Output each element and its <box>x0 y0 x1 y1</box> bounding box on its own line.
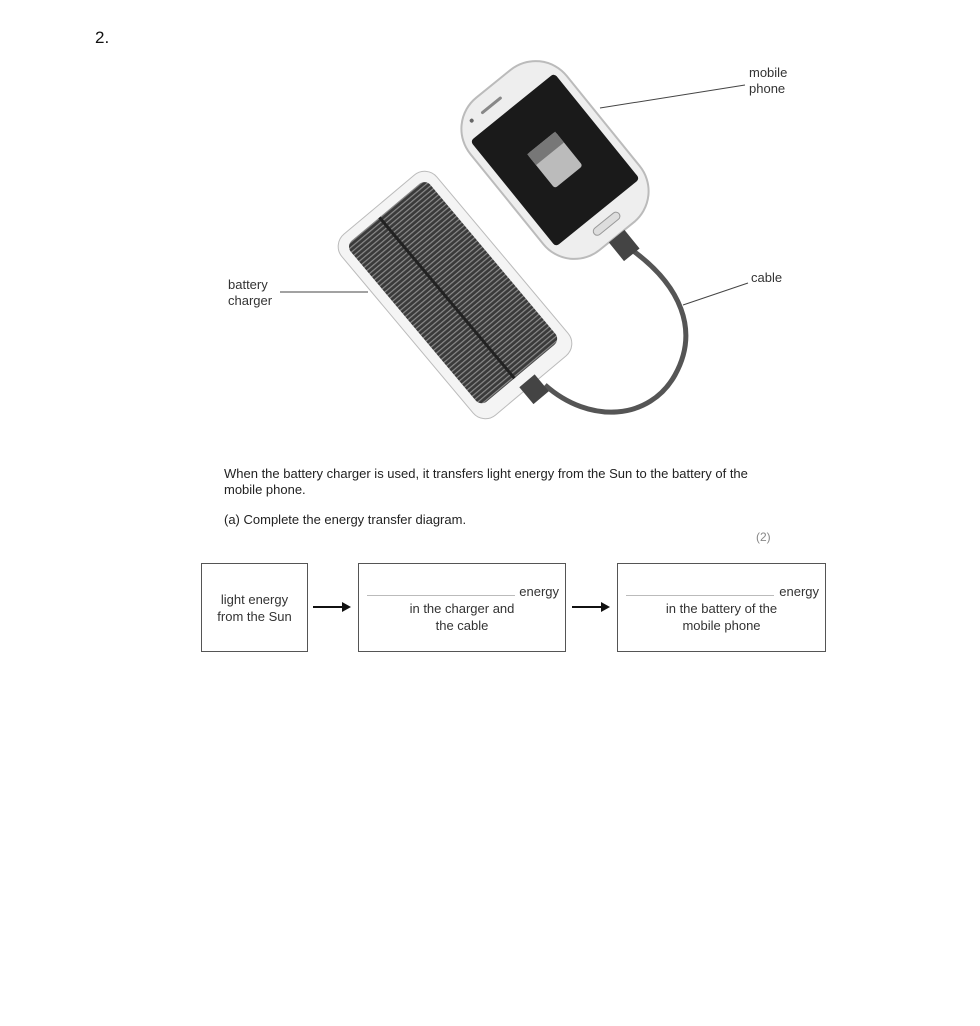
battery-charger <box>337 170 573 420</box>
question-number: 2. <box>95 28 110 47</box>
box-line: in the battery of the <box>665 601 778 616</box>
label-line: mobile <box>749 65 788 80</box>
cable-label-line <box>682 282 749 306</box>
cable <box>543 247 689 415</box>
box-line: in the charger and <box>409 601 515 616</box>
phone-label-line <box>599 84 746 109</box>
part-a-prompt: (a) Complete the energy transfer diagram… <box>224 512 467 527</box>
arrow-right-icon <box>313 602 351 612</box>
label-mobile-phone: mobile phone <box>749 65 787 97</box>
label-line: battery <box>228 277 268 292</box>
box-line: light energy <box>220 592 289 607</box>
energy-suffix: energy <box>779 584 819 599</box>
marks: (2) <box>756 530 771 544</box>
box-line: the cable <box>435 618 489 633</box>
arrow-right-icon <box>572 602 610 612</box>
energy-suffix: energy <box>519 584 559 599</box>
energy-box-battery: energy in the battery of the mobile phon… <box>617 563 826 652</box>
label-line: charger <box>228 293 273 308</box>
label-line: phone <box>749 81 786 96</box>
intro-text: When the battery charger is used, it tra… <box>224 466 748 497</box>
energy-box-charger: energy in the charger and the cable <box>358 563 566 652</box>
answer-blank-2[interactable] <box>626 595 774 596</box>
mobile-phone <box>460 60 650 262</box>
label-cable: cable <box>751 270 783 285</box>
box-line: mobile phone <box>682 618 761 633</box>
box-line: from the Sun <box>217 609 292 624</box>
answer-blank-1[interactable] <box>367 595 515 596</box>
label-battery-charger: battery charger <box>228 277 272 309</box>
energy-box-light: light energy from the Sun <box>201 563 308 652</box>
solar-charger-illustration <box>280 60 749 420</box>
